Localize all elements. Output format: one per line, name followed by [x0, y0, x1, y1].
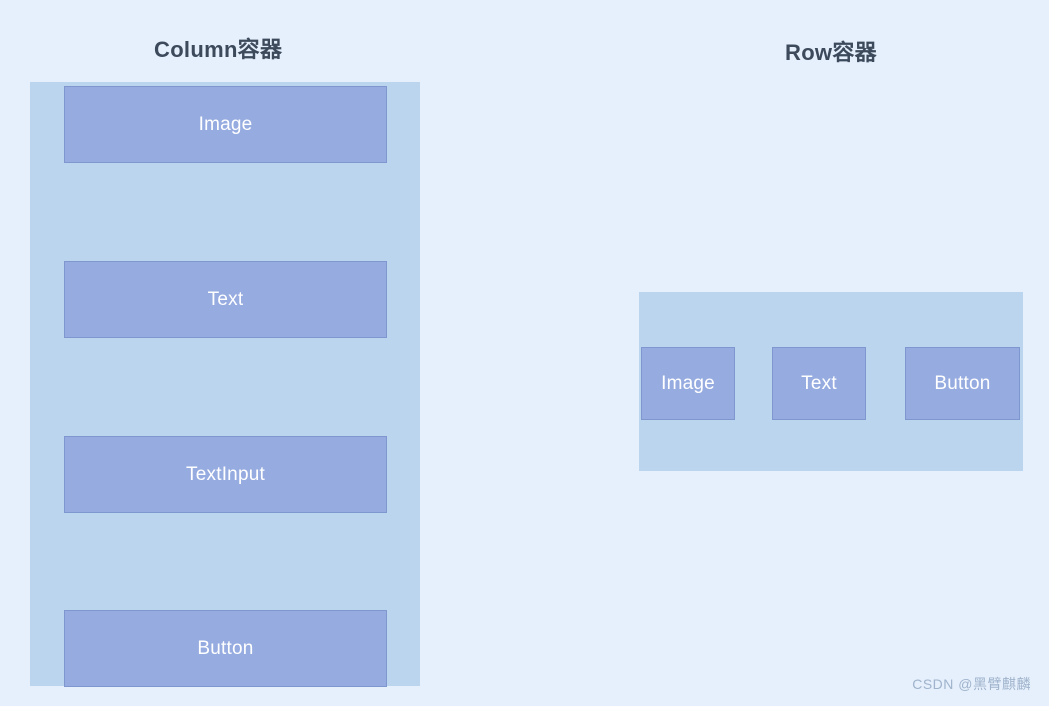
row-container: Image Text Button: [639, 292, 1023, 471]
column-child-textinput: TextInput: [64, 436, 387, 513]
column-panel-title: Column容器: [154, 37, 283, 62]
column-child-text: Text: [64, 261, 387, 338]
column-container: Image Text TextInput Button: [30, 82, 420, 687]
csdn-watermark: CSDN @黑臂麒麟: [912, 676, 1031, 692]
row-panel-title: Row容器: [785, 40, 877, 65]
column-child-image: Image: [64, 86, 387, 163]
row-child-image: Image: [641, 347, 735, 420]
row-child-text: Text: [772, 347, 866, 420]
row-child-button: Button: [905, 347, 1020, 420]
column-child-button: Button: [64, 610, 387, 687]
